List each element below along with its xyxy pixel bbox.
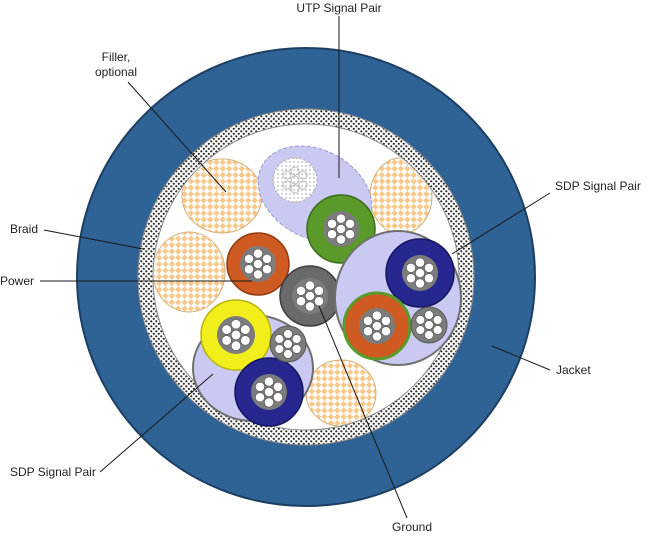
wire-strand: [274, 334, 285, 344]
wire-strand: [415, 315, 426, 325]
wire-strand: [296, 296, 306, 307]
wire-strand: [415, 325, 426, 335]
wire-strand: [253, 259, 263, 269]
wire-strand: [230, 329, 242, 341]
wire-strand: [415, 268, 425, 278]
wire-strand: [406, 262, 416, 273]
wire-strand: [415, 278, 425, 289]
wire-strand: [274, 344, 285, 354]
wire-strand: [273, 392, 283, 403]
wire-strand: [424, 273, 434, 284]
wire-strand: [327, 218, 337, 229]
wire-strand: [336, 213, 346, 224]
wire-strand: [363, 315, 373, 326]
wire-strand: [264, 397, 274, 408]
leader-lines: [40, 16, 551, 519]
leader-ground: [318, 305, 408, 519]
wire-strand: [305, 291, 315, 301]
wire-strand: [283, 329, 293, 339]
sdp-signal-pair-right: [334, 230, 462, 366]
wire-strand: [432, 315, 443, 325]
wire-strand: [255, 392, 265, 403]
label-filler-line2: optional: [95, 65, 137, 79]
label-sdp-signal-pair-right: SDP Signal Pair: [555, 179, 641, 193]
label-utp-signal-pair: UTP Signal Pair: [296, 1, 381, 15]
wire-strand: [305, 301, 315, 312]
label-power: Power: [0, 274, 34, 288]
leader-braid: [43, 229, 144, 250]
wire-strand: [221, 324, 232, 335]
wire-strand: [424, 330, 434, 340]
wire-strand: [291, 344, 302, 354]
labels: UTP Signal Pair Filler, optional Braid P…: [0, 1, 641, 534]
wire-strand: [363, 326, 373, 337]
wire-strand: [283, 349, 293, 359]
wire-strand: [345, 229, 355, 240]
wire-strand: [273, 381, 283, 392]
leader-filler: [127, 81, 227, 193]
wire-strand: [424, 320, 434, 330]
wire-strand: [253, 248, 263, 259]
wire-strand: [240, 324, 251, 335]
wire-strand: [221, 335, 232, 346]
wire-strand: [253, 269, 263, 280]
wire-strand: [283, 339, 293, 349]
wire-strand: [424, 262, 434, 273]
wire-strand: [372, 331, 382, 342]
leader-sdp-right: [451, 192, 551, 255]
wire-strand: [264, 376, 274, 387]
filler-bottom: [305, 359, 377, 427]
wire-strand: [314, 296, 324, 307]
label-filler-line1: Filler,: [102, 50, 131, 64]
wire-strand: [372, 310, 382, 321]
wire-strand: [372, 321, 382, 331]
wire-strand: [230, 319, 242, 330]
wire-strand: [262, 253, 272, 264]
label-jacket: Jacket: [556, 363, 591, 377]
label-ground: Ground: [392, 520, 432, 534]
wire-strand: [336, 234, 346, 245]
leader-jacket: [491, 345, 551, 371]
wire-strand: [244, 253, 254, 264]
wire-strand: [291, 334, 302, 344]
wire-strand: [336, 224, 346, 234]
wire-strand: [345, 218, 355, 229]
wire-strand: [296, 285, 306, 296]
wire-strand: [415, 257, 425, 268]
wire-strand: [327, 229, 337, 240]
conductor-strands: [221, 213, 443, 408]
wire-strand: [381, 315, 391, 326]
wire-strand: [262, 264, 272, 275]
wire-strand: [264, 387, 274, 397]
wire-strand: [406, 273, 416, 284]
filler-left: [154, 231, 226, 313]
leader-sdp-left: [99, 373, 214, 473]
label-braid: Braid: [10, 222, 38, 236]
wire-strand: [424, 310, 434, 320]
wire-strand: [381, 326, 391, 337]
label-sdp-signal-pair-left: SDP Signal Pair: [10, 465, 96, 479]
wire-strand: [432, 325, 443, 335]
wire-strand: [244, 264, 254, 275]
wire-strand: [255, 381, 265, 392]
wire-strand: [230, 340, 242, 351]
wire-strand: [240, 335, 251, 346]
wire-strand: [314, 285, 324, 296]
wire-strand: [305, 280, 315, 291]
utp-hidden-strands: [282, 166, 308, 194]
